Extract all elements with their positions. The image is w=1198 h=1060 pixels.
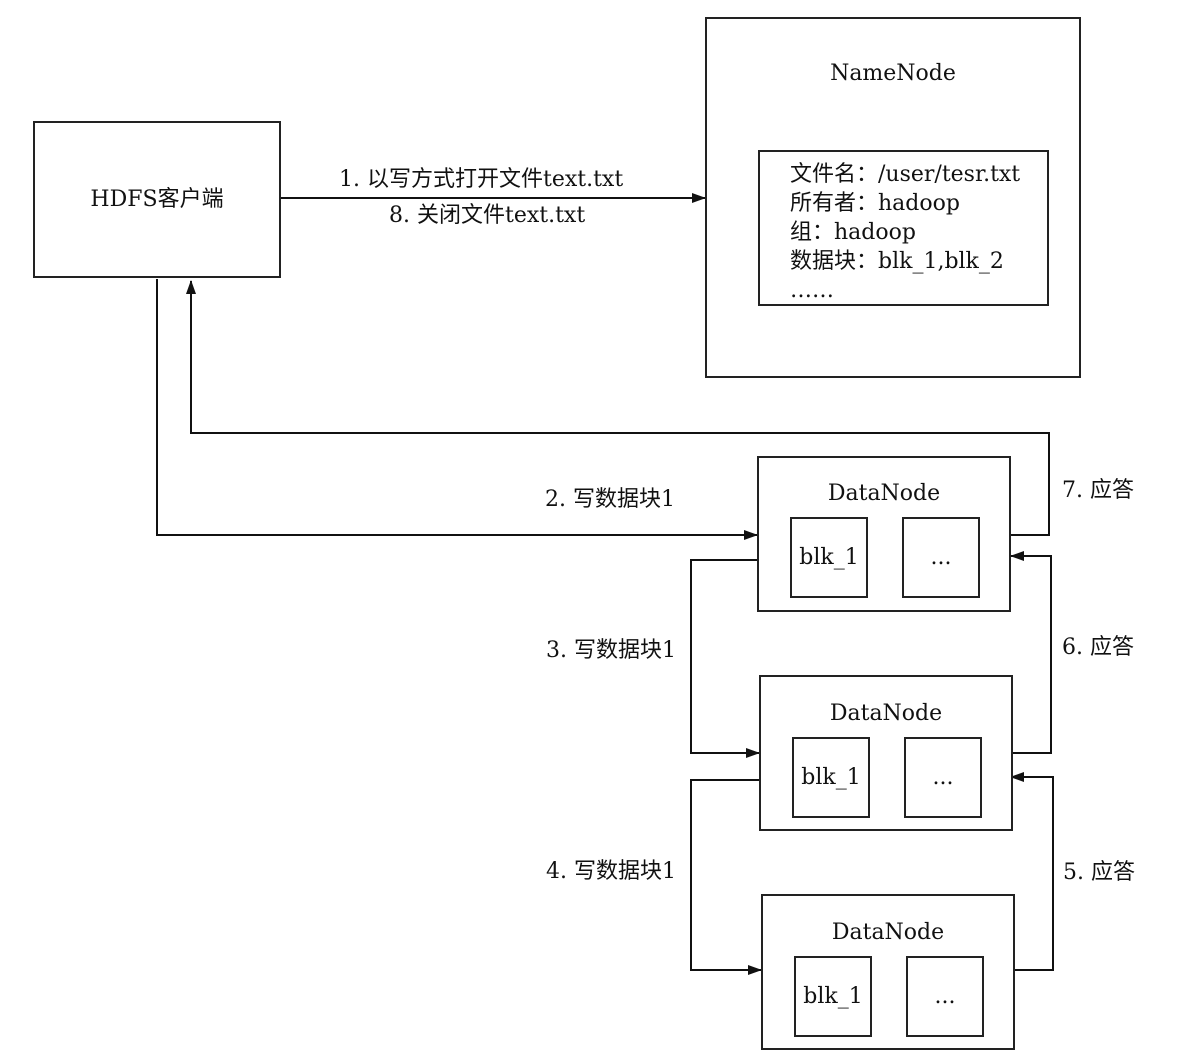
datanode-2-box: DataNode blk_1 ... (759, 675, 1013, 831)
arrow-write-1 (156, 279, 758, 540)
arrow-ack-5 (1010, 772, 1054, 971)
metadata-ellipsis: …… (790, 278, 834, 303)
datanode-2-block: blk_1 (792, 737, 870, 818)
datanode-3-more: ... (906, 956, 984, 1037)
arrow-write-3 (690, 559, 760, 758)
step-6-label: 6. 应答 (1062, 635, 1134, 660)
hdfs-client-box: HDFS客户端 (33, 121, 281, 278)
arrow-ack-6 (1009, 551, 1052, 754)
metadata-owner: 所有者：hadoop (790, 191, 960, 216)
step-3-label: 3. 写数据块1 (546, 638, 676, 663)
metadata-blocks: 数据块：blk_1,blk_2 (790, 249, 1004, 274)
step-8-label: 8. 关闭文件text.txt (389, 203, 586, 228)
hdfs-client-title: HDFS客户端 (90, 187, 224, 212)
metadata-filename: 文件名：/user/tesr.txt (790, 162, 1021, 187)
step-7-label: 7. 应答 (1062, 478, 1134, 503)
datanode-1-title: DataNode (827, 481, 941, 506)
arrow-ack-7 (186, 280, 1050, 536)
step-1-label: 1. 以写方式打开文件text.txt (339, 167, 624, 192)
step-5-label: 5. 应答 (1063, 860, 1135, 885)
datanode-2-title: DataNode (829, 701, 943, 726)
namenode-metadata-box: 文件名：/user/tesr.txt 所有者：hadoop 组：hadoop 数… (758, 150, 1049, 306)
datanode-1-box: DataNode blk_1 ... (757, 456, 1011, 612)
datanode-2-more: ... (904, 737, 982, 818)
namenode-title: NameNode (830, 61, 956, 86)
datanode-1-more: ... (902, 517, 980, 598)
datanode-3-title: DataNode (831, 920, 945, 945)
datanode-3-block: blk_1 (794, 956, 872, 1037)
step-2-label: 2. 写数据块1 (545, 487, 675, 512)
step-4-label: 4. 写数据块1 (546, 859, 676, 884)
datanode-1-block: blk_1 (790, 517, 868, 598)
datanode-3-box: DataNode blk_1 ... (761, 894, 1015, 1050)
arrow-write-4 (690, 779, 762, 975)
metadata-group: 组：hadoop (790, 220, 916, 245)
namenode-box: NameNode 文件名：/user/tesr.txt 所有者：hadoop 组… (705, 17, 1081, 378)
